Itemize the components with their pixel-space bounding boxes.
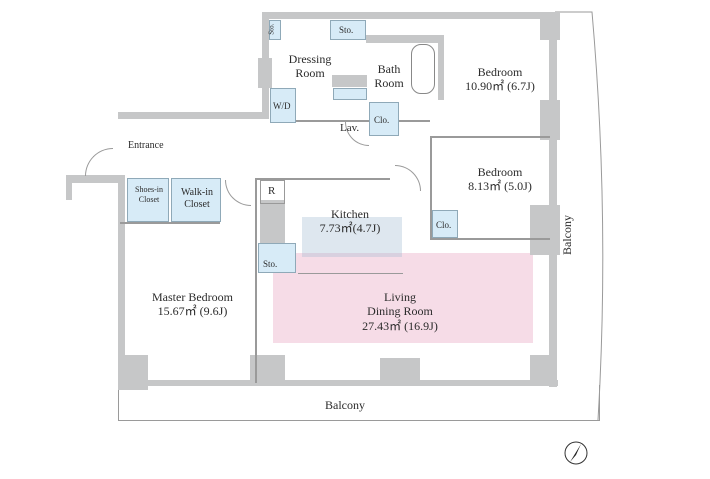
living-area-highlight <box>273 253 533 343</box>
wall-top <box>262 12 560 19</box>
dressing-room-label: Dressing Room <box>288 52 332 81</box>
bath-room-label: Bath Room <box>374 62 404 91</box>
washer-dryer: W/D <box>270 88 296 123</box>
lavatory-label: Lav. <box>340 122 360 134</box>
walk-in-closet: Walk-in Closet <box>171 178 221 222</box>
wall-bottom <box>118 380 558 386</box>
entrance-label: Entrance <box>128 140 164 151</box>
storage-top-left: Sto. <box>267 20 281 40</box>
door-swing <box>85 148 113 176</box>
north-arrow-icon <box>564 441 588 465</box>
kitchen-storage: Sto. <box>258 243 296 273</box>
balcony-bottom-label: Balcony <box>325 398 365 412</box>
balcony-right-outline <box>555 11 604 421</box>
closet-2: Clo. <box>432 210 458 238</box>
lavatory-counter <box>333 88 367 100</box>
balcony-bottom <box>118 385 600 421</box>
bathtub <box>411 44 435 94</box>
balcony-right-label: Balcony <box>560 215 574 255</box>
closet-1: Clo. <box>369 102 399 136</box>
refrigerator-space: R <box>260 180 285 204</box>
watermark-logo <box>302 217 402 257</box>
shoes-in-closet: Shoes-in Closet <box>127 178 169 222</box>
storage-top: Sto. <box>330 20 366 40</box>
